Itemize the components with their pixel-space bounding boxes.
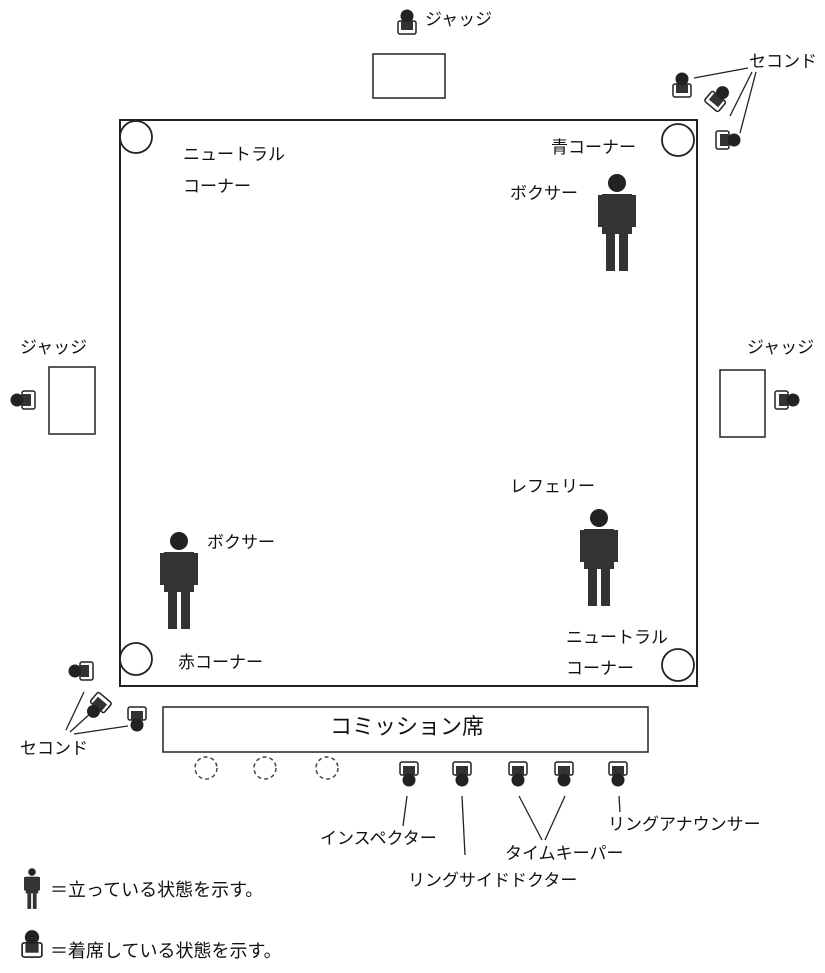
timekeeper-seated-icon-2	[554, 761, 574, 788]
second-top-seated-icon-1	[672, 71, 692, 98]
second-top-seated-icon-3	[715, 130, 742, 150]
second-bottom-seated-icon-2	[81, 691, 113, 723]
second-bottom-seated-icon-1	[67, 661, 94, 681]
referee-standing-icon	[580, 509, 618, 606]
empty-seat-3	[315, 756, 339, 780]
corner-post-neutral-bottom	[661, 648, 695, 682]
legend-standing: ＝立っている状態を示す。	[20, 876, 263, 902]
commission-table-label: コミッション席	[330, 715, 485, 740]
ringside-doctor-seated-icon	[452, 761, 472, 788]
ring-boundary	[119, 119, 698, 687]
ringside-doctor-label: リングサイドドクター	[408, 871, 578, 891]
corner-post-red	[119, 642, 153, 676]
neutral-corner-top-line2: コーナー	[183, 177, 251, 197]
inspector-label: インスペクター	[320, 829, 437, 849]
judge-table-right	[719, 369, 766, 438]
leader-lines	[65, 67, 757, 856]
judge-table-left	[48, 366, 96, 435]
ring-announcer-seated-icon	[608, 761, 628, 788]
boxer-blue-label: ボクサー	[510, 184, 578, 204]
judge-top-seated-icon	[397, 8, 417, 35]
neutral-corner-top-line1: ニュートラル	[183, 145, 285, 165]
second-top-seated-icon-2	[703, 81, 735, 113]
legend-standing-text: ＝立っている状態を示す。	[50, 880, 264, 901]
second-top-label: セコンド	[749, 52, 817, 72]
timekeeper-seated-icon-1	[508, 761, 528, 788]
neutral-corner-bottom-line1: ニュートラル	[566, 628, 668, 648]
empty-seat-1	[194, 756, 218, 780]
empty-seat-2	[253, 756, 277, 780]
judge-table-top	[372, 53, 446, 99]
red-corner-label: 赤コーナー	[178, 653, 263, 673]
boxer-red-standing-icon	[160, 532, 198, 629]
referee-label: レフェリー	[510, 477, 595, 497]
judge-right-seated-icon	[774, 390, 801, 410]
judge-left-seated-icon	[9, 390, 36, 410]
corner-post-neutral-top	[119, 120, 153, 154]
corner-post-blue	[661, 123, 695, 157]
judge-right-label: ジャッジ	[747, 338, 815, 358]
neutral-corner-bottom-line2: コーナー	[566, 659, 634, 679]
boxer-red-label: ボクサー	[207, 533, 275, 553]
inspector-seated-icon	[399, 761, 419, 788]
second-bottom-label: セコンド	[20, 739, 88, 759]
legend-seated: ＝着席している状態を示す。	[20, 937, 282, 963]
commission-table	[162, 706, 649, 753]
boxer-blue-standing-icon	[598, 174, 636, 271]
judge-top-label: ジャッジ	[425, 10, 493, 30]
judge-left-label: ジャッジ	[20, 338, 88, 358]
ring-announcer-label: リングアナウンサー	[608, 815, 761, 835]
timekeeper-label: タイムキーパー	[505, 844, 624, 864]
legend-seated-text: ＝着席している状態を示す。	[50, 941, 282, 962]
second-bottom-seated-icon-3	[127, 706, 147, 733]
blue-corner-label: 青コーナー	[551, 138, 636, 158]
